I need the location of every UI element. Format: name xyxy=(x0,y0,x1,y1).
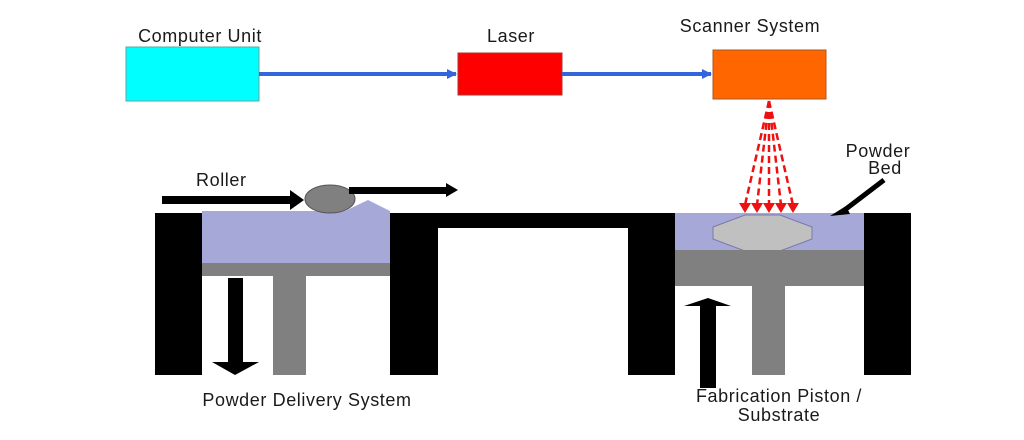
laser-beam-head-5 xyxy=(787,203,799,213)
delivery-piston-plate xyxy=(202,263,390,276)
scanner-system-label: Scanner System xyxy=(680,16,820,36)
sintered-part xyxy=(712,214,813,252)
powder-delivery-label: Powder Delivery System xyxy=(202,390,411,410)
roller-arrow-in-shaft xyxy=(162,196,290,204)
down-arrow-shaft xyxy=(228,278,243,362)
fabrication-label-1: Fabrication Piston / xyxy=(696,386,862,406)
computer-unit-label: Computer Unit xyxy=(138,26,262,46)
laser-box xyxy=(457,52,563,96)
laser-beam-5 xyxy=(767,100,795,206)
roller-arrow-out-head xyxy=(446,183,458,197)
roller-label: Roller xyxy=(196,170,247,190)
computer-unit-box xyxy=(125,46,260,102)
fabrication-piston-stem xyxy=(752,286,785,375)
up-arrow-shaft xyxy=(700,306,716,388)
powder-bed-label-1: Powder xyxy=(846,141,911,161)
fabrication-piston-plate xyxy=(675,250,864,286)
laser-beam-1 xyxy=(743,100,771,206)
delivery-piston-stem xyxy=(273,276,306,375)
laser-beam-4 xyxy=(767,100,783,206)
powder-bed-pointer xyxy=(840,178,886,214)
fabrication-label-2: Substrate xyxy=(738,405,820,425)
laser-beam-head-3 xyxy=(763,203,775,213)
powder-heap xyxy=(345,200,390,211)
middle-top-bar xyxy=(390,213,675,228)
roller xyxy=(304,184,356,214)
roller-arrow-in-head xyxy=(290,190,304,210)
powder-bed-label-2: Bed xyxy=(868,158,902,178)
laser-beam-2 xyxy=(755,100,771,206)
roller-arrow-out-shaft xyxy=(349,187,446,194)
laser-beams xyxy=(739,100,799,213)
powder-supply xyxy=(202,211,390,263)
right-outer-wall xyxy=(864,213,911,375)
up-arrow-head xyxy=(684,298,731,306)
laser-beam-head-4 xyxy=(775,203,787,213)
scanner-system-box xyxy=(712,49,827,100)
laser-label: Laser xyxy=(487,26,535,46)
laser-beam-head-2 xyxy=(751,203,763,213)
laser-beam-head-1 xyxy=(739,203,751,213)
down-arrow-head xyxy=(212,362,259,375)
middle-left-wall xyxy=(390,213,438,375)
left-outer-wall xyxy=(155,213,202,375)
middle-right-wall xyxy=(628,213,675,375)
powder-bed-pointer-head xyxy=(830,206,850,216)
